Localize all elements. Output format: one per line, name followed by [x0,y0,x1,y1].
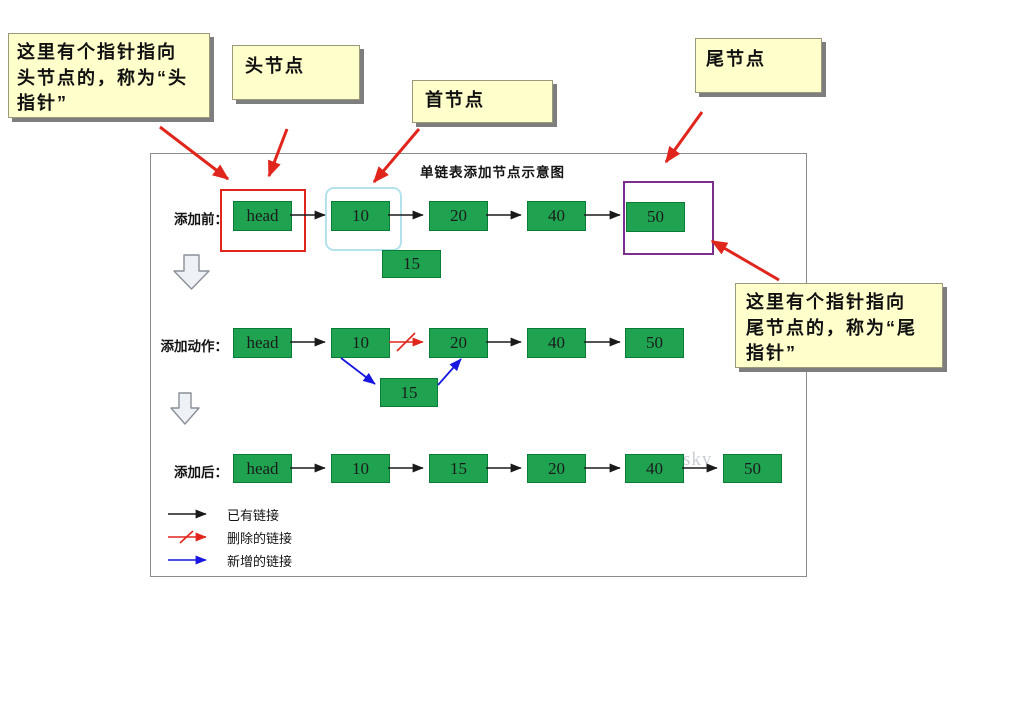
legend-item-new: 新增的链接 [167,550,292,570]
row-label-before: 添加前： [174,212,228,227]
legend-label: 新增的链接 [227,553,293,569]
callout-tail-node: 尾节点 [695,38,822,93]
list-node: head [233,328,292,358]
list-node: 20 [429,201,488,231]
list-node: 40 [527,201,586,231]
existing-link-arrow-icon [168,509,207,519]
list-node-floating: 15 [382,250,441,278]
callout-first-node: 首节点 [412,80,553,123]
list-node: 50 [625,328,684,358]
legend-item-deleted: 删除的链接 [167,527,292,547]
list-node: 50 [723,454,782,483]
list-node: 10 [331,454,390,483]
head-node-highlight-box [220,189,306,252]
list-node: 20 [527,454,586,483]
list-node: head [233,201,292,231]
list-node: 20 [429,328,488,358]
list-node: 15 [429,454,488,483]
legend-item-existing: 已有链接 [167,504,279,524]
list-node: 40 [527,328,586,358]
list-node: 10 [331,201,390,231]
row-label-after: 添加后： [174,465,228,480]
new-link-arrow-icon [168,555,207,565]
deleted-link-arrow-icon [168,530,207,544]
list-node-floating: 15 [380,378,438,407]
list-node: 40 [625,454,684,483]
watermark-text: sky [683,449,713,470]
tail-node-highlight-box [623,181,714,255]
callout-head-node: 头节点 [232,45,360,100]
first-node-highlight-box [325,187,402,251]
diagram-title: 单链表添加节点示意图 [420,165,565,180]
row-label-action: 添加动作： [160,339,229,354]
legend-label: 删除的链接 [227,530,293,546]
list-node: head [233,454,292,483]
list-node: 50 [626,202,685,232]
list-node: 10 [331,328,390,358]
callout-head-pointer: 这里有个指针指向 头节点的，称为“头 指针” [8,33,210,118]
callout-tail-pointer: 这里有个指针指向 尾节点的，称为“尾 指针” [735,283,943,368]
legend-label: 已有链接 [227,507,280,523]
